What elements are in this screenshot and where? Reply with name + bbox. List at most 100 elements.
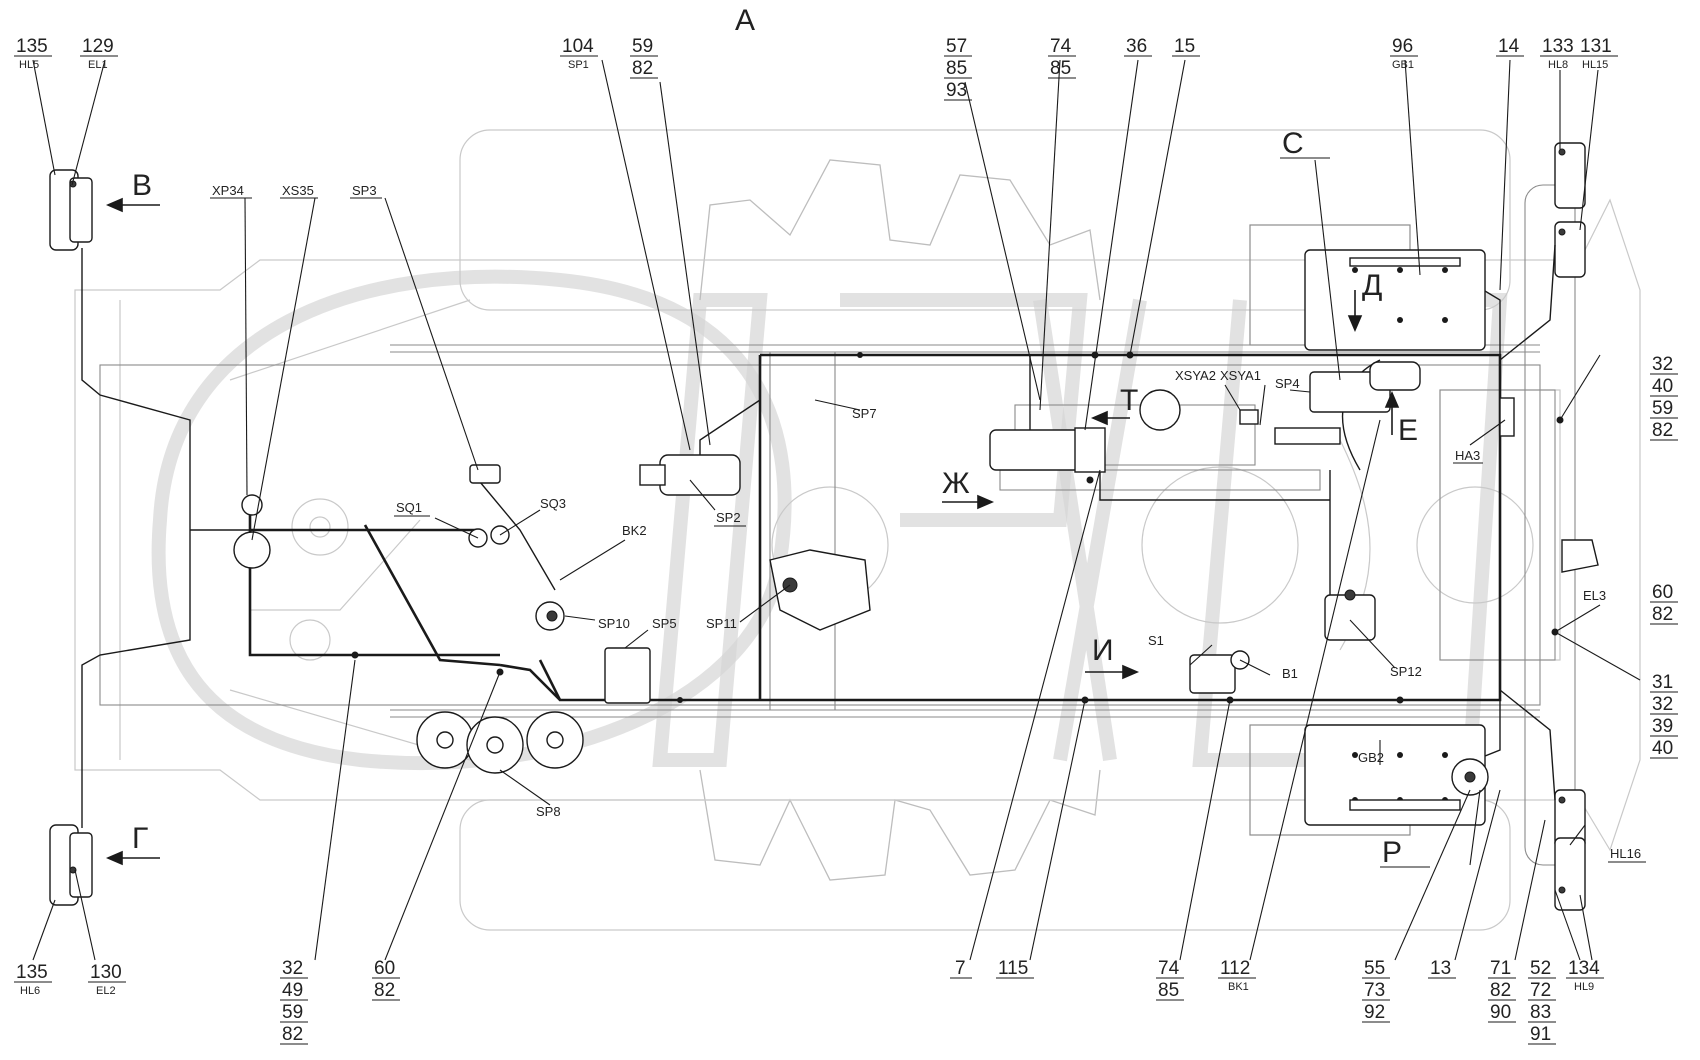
svg-text:133: 133 — [1542, 36, 1574, 57]
callout-hl6: 135 HL6 — [14, 962, 52, 997]
svg-text:36: 36 — [1126, 36, 1147, 57]
svg-text:EL2: EL2 — [96, 985, 116, 997]
svg-text:74: 74 — [1050, 36, 1072, 57]
svg-text:82: 82 — [374, 980, 395, 1001]
label-xp34: XP34 — [212, 183, 244, 198]
callout-13: 13 — [1428, 958, 1456, 979]
svg-text:32: 32 — [282, 958, 303, 979]
svg-text:85: 85 — [946, 58, 967, 79]
callout-el2: 130 EL2 — [88, 962, 126, 997]
callout-31-32-39-40: 31 32 39 40 — [1650, 672, 1678, 759]
label-xs35: XS35 — [282, 183, 314, 198]
svg-text:57: 57 — [946, 36, 967, 57]
svg-text:112: 112 — [1220, 958, 1250, 979]
svg-text:74: 74 — [1158, 958, 1180, 979]
svg-text:14: 14 — [1498, 36, 1520, 57]
label-sp12: SP12 — [1390, 664, 1422, 679]
svg-text:82: 82 — [1652, 420, 1673, 441]
view-letter-p: Р — [1382, 836, 1402, 869]
svg-text:32: 32 — [1652, 354, 1673, 375]
callout-36: 36 — [1124, 36, 1152, 57]
svg-text:82: 82 — [1652, 604, 1673, 625]
label-sp4: SP4 — [1275, 376, 1300, 391]
view-letter-e: Е — [1398, 414, 1418, 447]
svg-text:49: 49 — [282, 980, 303, 1001]
label-xsya2: XSYA2 — [1175, 368, 1216, 383]
view-letter-a: А — [735, 4, 755, 37]
svg-text:HL8: HL8 — [1548, 59, 1568, 71]
callout-115: 115 — [996, 958, 1034, 979]
label-sp7: SP7 — [852, 406, 877, 421]
callout-32-49-59-82: 32 49 59 82 — [280, 958, 308, 1045]
svg-text:39: 39 — [1652, 716, 1673, 737]
svg-text:32: 32 — [1652, 694, 1673, 715]
svg-text:90: 90 — [1490, 1002, 1511, 1023]
callout-60-82-right: 60 82 — [1650, 582, 1678, 625]
label-sp8: SP8 — [536, 804, 561, 819]
svg-text:52: 52 — [1530, 958, 1551, 979]
label-xsya1: XSYA1 — [1220, 368, 1261, 383]
view-letter-t: Т — [1120, 384, 1138, 417]
tractor-outline — [74, 129, 1641, 931]
label-ha3: HA3 — [1455, 448, 1480, 463]
callout-el1: 129 EL1 — [80, 36, 118, 71]
svg-text:HL9: HL9 — [1574, 981, 1594, 993]
label-hl16: HL16 — [1610, 846, 1641, 861]
svg-text:HL6: HL6 — [20, 985, 40, 997]
label-sp3: SP3 — [352, 183, 377, 198]
svg-text:SP1: SP1 — [568, 59, 589, 71]
view-letter-zh: Ж — [942, 467, 970, 500]
callout-71-82-90: 71 82 90 — [1488, 958, 1516, 1023]
svg-text:71: 71 — [1490, 958, 1511, 979]
watermark — [151, 269, 1508, 770]
svg-text:83: 83 — [1530, 1002, 1551, 1023]
svg-text:7: 7 — [955, 958, 966, 979]
svg-text:82: 82 — [632, 58, 653, 79]
callout-55-73-92: 55 73 92 — [1362, 958, 1390, 1023]
callout-hl5: 135 HL5 — [14, 36, 52, 71]
svg-text:72: 72 — [1530, 980, 1551, 1001]
leader-lines — [32, 59, 1641, 961]
svg-text:104: 104 — [562, 36, 594, 57]
svg-text:130: 130 — [90, 962, 122, 983]
svg-text:40: 40 — [1652, 376, 1673, 397]
svg-text:85: 85 — [1158, 980, 1179, 1001]
label-el3: EL3 — [1583, 588, 1606, 603]
callout-15: 15 — [1172, 36, 1200, 57]
svg-text:92: 92 — [1364, 1002, 1385, 1023]
callout-14: 14 — [1496, 36, 1524, 57]
view-letter-b: В — [132, 169, 152, 202]
svg-text:85: 85 — [1050, 58, 1071, 79]
view-letter-c: С — [1282, 127, 1304, 160]
view-letter-g: Г — [132, 822, 148, 855]
svg-text:GB1: GB1 — [1392, 59, 1414, 71]
svg-text:HL15: HL15 — [1582, 59, 1608, 71]
view-letter-d: Д — [1362, 269, 1382, 302]
callout-hl15: 131 HL15 — [1578, 36, 1618, 71]
label-sq3: SQ3 — [540, 496, 566, 511]
svg-text:82: 82 — [282, 1024, 303, 1045]
svg-text:135: 135 — [16, 36, 48, 57]
svg-text:93: 93 — [946, 80, 967, 101]
callout-hl8: 133 HL8 — [1540, 36, 1578, 71]
component-labels: XP34 XS35 SP3 SQ1 SQ3 BK2 SP10 SP5 SP11 … — [210, 183, 1646, 863]
view-letters: А В Г С Р Д Е Т Ж И — [132, 4, 1430, 869]
svg-text:60: 60 — [1652, 582, 1673, 603]
callout-32-40-59-82: 32 40 59 82 — [1650, 354, 1678, 441]
svg-text:HL5: HL5 — [19, 59, 39, 71]
label-sp2: SP2 — [716, 510, 741, 525]
svg-text:115: 115 — [998, 958, 1028, 979]
svg-text:40: 40 — [1652, 738, 1673, 759]
rear-lamp-hl15 — [1554, 221, 1586, 278]
svg-text:135: 135 — [16, 962, 48, 983]
svg-text:31: 31 — [1652, 672, 1673, 693]
svg-text:131: 131 — [1580, 36, 1612, 57]
callout-hl9: 134 HL9 — [1566, 958, 1604, 993]
callout-bk1: 112 BK1 — [1218, 958, 1256, 993]
view-letter-i: И — [1092, 634, 1114, 667]
components — [416, 249, 1599, 826]
view-arrows — [105, 197, 1400, 866]
svg-text:13: 13 — [1430, 958, 1451, 979]
label-gb2: GB2 — [1358, 750, 1384, 765]
